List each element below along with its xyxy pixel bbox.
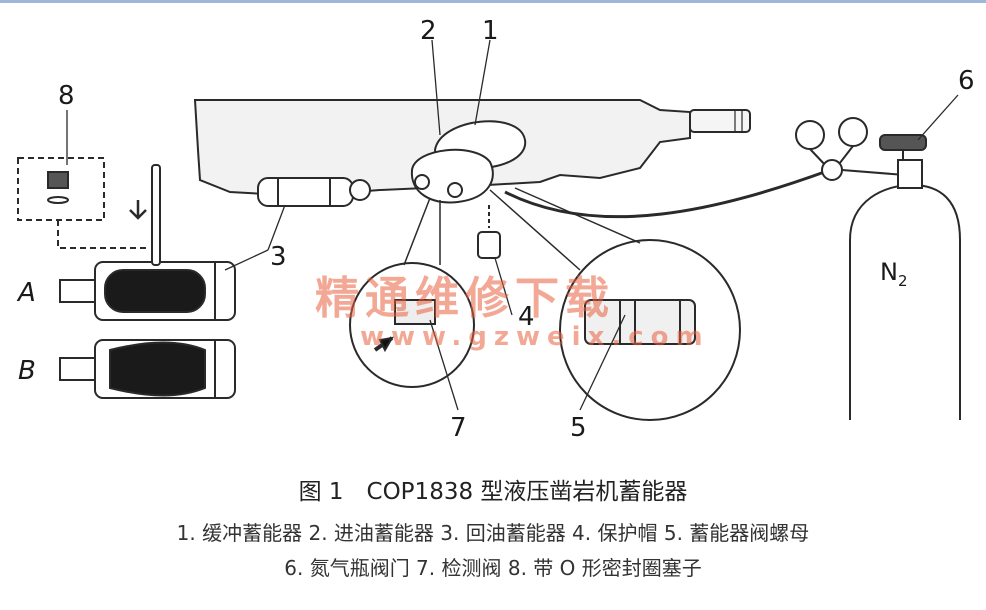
accumulator-variant-a (59, 261, 236, 321)
pressure-regulator (795, 117, 906, 181)
legend-line-2: 6. 氮气瓶阀门 7. 检测阀 8. 带 O 形密封圈塞子 (284, 556, 702, 580)
nitrogen-cylinder (849, 134, 961, 420)
buffer-and-inlet-accumulators (410, 120, 527, 204)
legend-line-1: 1. 缓冲蓄能器 2. 进油蓄能器 3. 回油蓄能器 4. 保护帽 5. 蓄能器… (176, 521, 810, 545)
callout-1: 1 (482, 16, 499, 46)
label-a: A (18, 278, 36, 308)
accumulator-diagram (17, 39, 961, 421)
callout-4: 4 (518, 302, 535, 332)
return-accumulator-on-drill (257, 177, 371, 207)
nitrogen-label: N2 (880, 258, 908, 290)
watermark-text: 精通维修下载 (315, 273, 615, 324)
callout-3: 3 (270, 242, 287, 272)
charging-hose (504, 168, 831, 219)
callout-2: 2 (420, 16, 437, 46)
detail-circle-check-valve (349, 197, 475, 388)
plug-with-o-ring (17, 157, 150, 249)
drill-shank (689, 109, 751, 133)
watermark-url: www.gzweix.com (360, 322, 710, 352)
detail-circle-valve-nut (489, 187, 741, 421)
figure-title: 图 1 COP1838 型液压凿岩机蓄能器 (298, 479, 688, 505)
accumulator-variant-b (59, 339, 236, 399)
label-b: B (18, 356, 36, 386)
callout-7: 7 (450, 413, 467, 443)
protective-cap (477, 205, 501, 259)
callout-5: 5 (570, 413, 587, 443)
test-probe (129, 164, 161, 266)
callout-6: 6 (958, 66, 975, 96)
top-border-line (0, 0, 986, 3)
callout-8: 8 (58, 81, 75, 111)
